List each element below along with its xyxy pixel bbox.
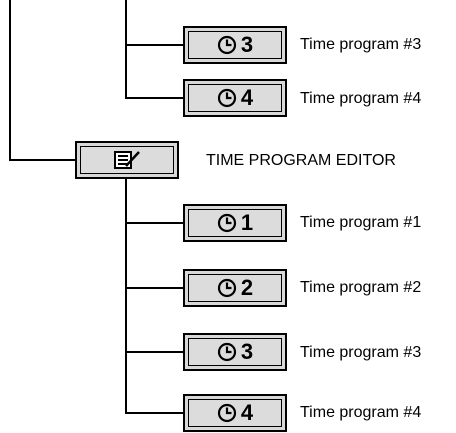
time-program-3-button[interactable]: 3 <box>183 26 287 64</box>
time-program-3-label: Time program #3 <box>300 36 422 53</box>
time-program-4-label: Time program #4 <box>300 90 422 107</box>
clock-icon <box>217 35 236 55</box>
program-number: 4 <box>240 400 254 425</box>
edit-list-icon <box>114 151 140 169</box>
editor-time-program-2-label: Time program #2 <box>300 279 422 296</box>
time-program-4-button[interactable]: 4 <box>183 79 287 117</box>
editor-time-program-2-button[interactable]: 2 <box>183 269 287 307</box>
editor-time-program-4-label: Time program #4 <box>300 404 422 421</box>
editor-time-program-1-button[interactable]: 1 <box>183 204 287 242</box>
clock-icon <box>217 213 236 233</box>
program-number: 4 <box>240 85 254 110</box>
program-number: 3 <box>240 339 254 364</box>
clock-icon <box>217 403 236 423</box>
editor-time-program-1-label: Time program #1 <box>300 214 422 231</box>
editor-time-program-3-button[interactable]: 3 <box>183 333 287 371</box>
clock-icon <box>217 88 236 108</box>
time-program-editor-button[interactable] <box>75 141 179 179</box>
editor-time-program-4-button[interactable]: 4 <box>183 394 287 432</box>
clock-icon <box>217 278 236 298</box>
program-number: 1 <box>240 210 254 235</box>
program-number: 3 <box>240 32 254 57</box>
program-number: 2 <box>240 275 254 300</box>
editor-time-program-3-label: Time program #3 <box>300 344 422 361</box>
clock-icon <box>217 342 236 362</box>
time-program-editor-label: TIME PROGRAM EDITOR <box>206 152 396 169</box>
